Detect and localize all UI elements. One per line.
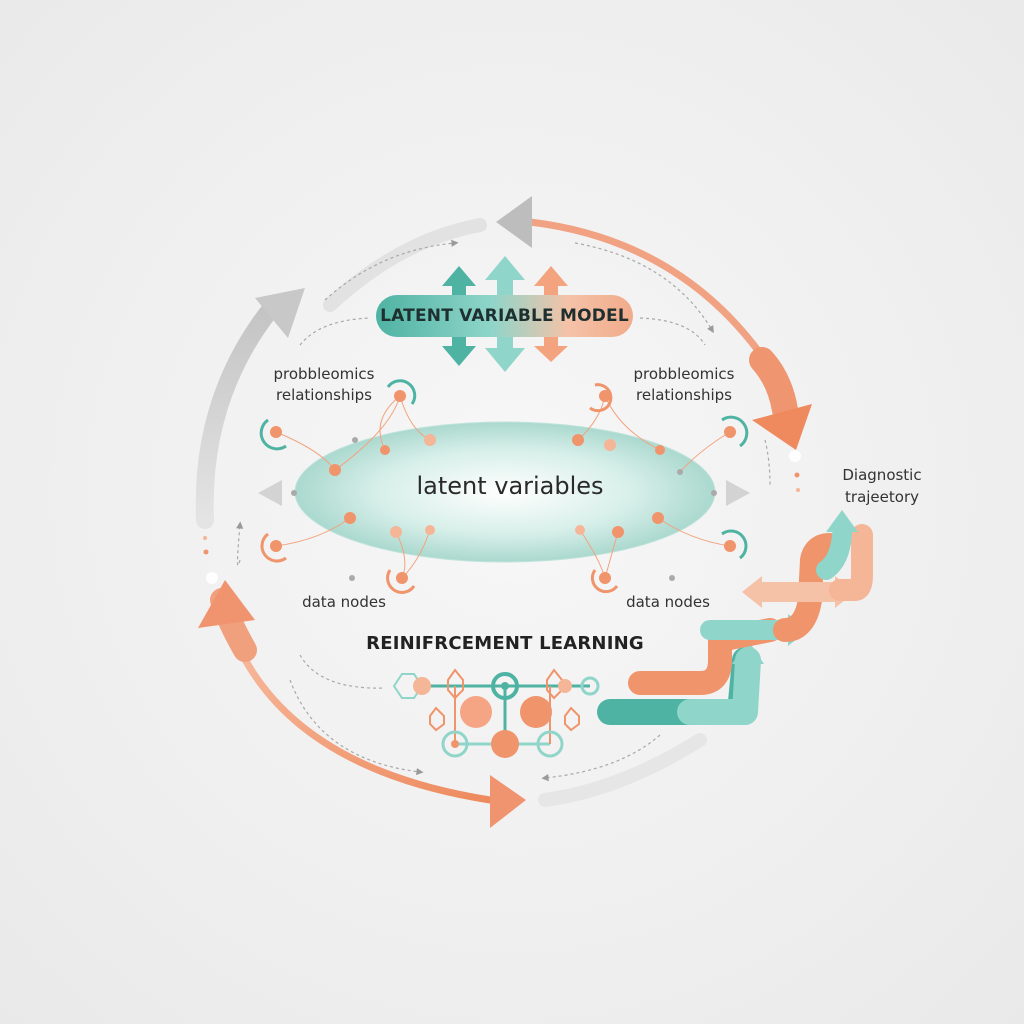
latent-variables-label: latent variables — [416, 472, 604, 500]
network-icon — [392, 668, 600, 758]
right-orange-arc-thick — [749, 347, 798, 423]
data-nodes-upper-right — [572, 383, 749, 475]
left-relationships-label: probbleomics relationships — [273, 365, 375, 404]
glow-dots — [203, 450, 801, 584]
bottom-orange-arc — [236, 646, 494, 804]
data-nodes-lower-left — [260, 512, 435, 594]
data-nodes-lower-right — [575, 512, 748, 594]
data-nodes-upper-left — [259, 379, 436, 476]
top-gray-arc — [323, 218, 487, 312]
reinforcement-learning-label: REINIFRCEMENT LEARNING — [366, 633, 644, 654]
left-orange-arrowhead — [198, 580, 255, 628]
outer-cycle — [195, 196, 812, 828]
left-gray-arrow — [258, 480, 282, 506]
left-gray-arc — [195, 301, 279, 529]
latent-variable-model-title: LATENT VARIABLE MODEL — [376, 295, 633, 337]
right-gray-arrow — [726, 480, 750, 506]
right-data-nodes-label: data nodes — [626, 593, 710, 611]
top-gray-arrowhead — [496, 196, 532, 248]
top-orange-arc — [526, 218, 769, 364]
right-relationships-label: probbleomics relationships — [633, 365, 735, 404]
dotted-connectors — [236, 239, 771, 782]
bottom-orange-arrowhead — [490, 775, 526, 828]
bottom-gray-arc — [538, 733, 707, 807]
pathway-arrow-icon — [597, 510, 873, 725]
right-orange-arrowhead — [752, 404, 812, 450]
diagnostic-trajectory-label: Diagnostic trajeetory — [842, 466, 922, 506]
left-gray-arrowhead — [255, 288, 305, 338]
left-data-nodes-label: data nodes — [302, 593, 386, 611]
